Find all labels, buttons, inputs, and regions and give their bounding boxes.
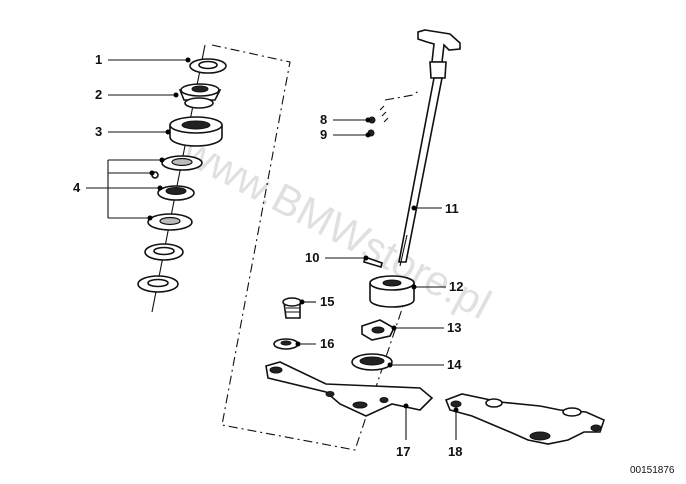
callout-16: 16: [320, 336, 334, 351]
part-11-rod: [398, 29, 461, 267]
callout-10: 10: [305, 250, 319, 265]
part-8-9-small-screw: [367, 105, 389, 137]
callout-3: 3: [95, 124, 102, 139]
callout-8: 8: [320, 112, 327, 127]
part-2-nut: [178, 83, 222, 109]
callout-4: 4: [73, 180, 81, 195]
leader-lines: [86, 57, 459, 440]
callout-17: 17: [396, 444, 410, 459]
part-15-plug: [282, 297, 302, 319]
part-14-ring: [351, 353, 393, 371]
part-4-bearing-set: [137, 155, 203, 293]
callout-15: 15: [320, 294, 334, 309]
callout-9: 9: [320, 127, 327, 142]
callout-2: 2: [95, 87, 102, 102]
callout-13: 13: [447, 320, 461, 335]
part-17-bracket: [265, 361, 434, 417]
callout-18: 18: [448, 444, 462, 459]
callout-14: 14: [447, 357, 462, 372]
reference-number: 00151876: [630, 465, 675, 476]
part-16-washer: [273, 338, 299, 350]
callout-1: 1: [95, 52, 102, 67]
part-12-sleeve: [369, 275, 415, 308]
part-10-pin: [363, 255, 383, 269]
part-1-washer: [189, 58, 227, 74]
callout-12: 12: [449, 279, 463, 294]
part-13-lock-washer: [361, 319, 396, 341]
watermark: www.BMWstore.pl: [175, 126, 499, 328]
part-18-bracket: [444, 393, 605, 445]
callout-11: 11: [445, 201, 459, 216]
part-3-bearing: [169, 116, 223, 147]
